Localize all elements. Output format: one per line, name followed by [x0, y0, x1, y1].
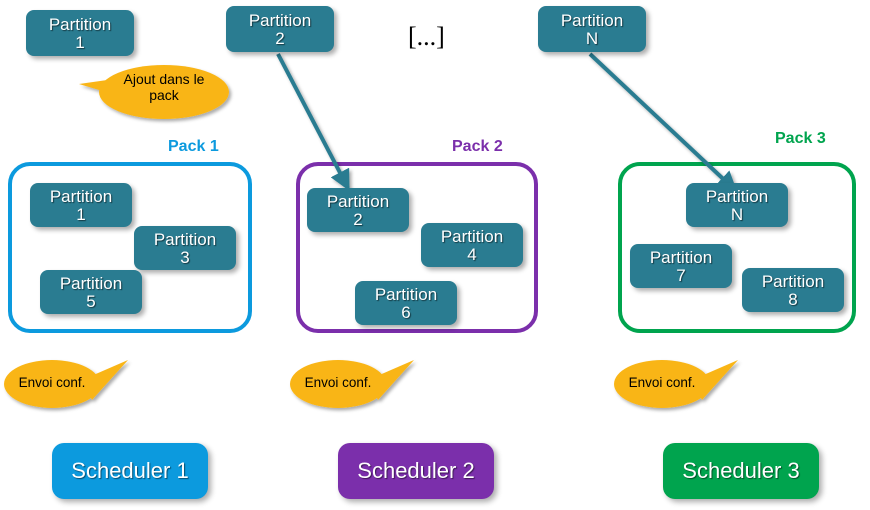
partition-label-line1: Partition [153, 229, 217, 249]
pack1-partition-5[interactable]: Partition 5 [40, 270, 142, 314]
scheduler-2[interactable]: Scheduler 2 [338, 443, 494, 499]
scheduler-1[interactable]: Scheduler 1 [52, 443, 208, 499]
partition-label-line1: Partition [374, 284, 438, 304]
partition-label-line1: Partition [440, 226, 504, 246]
partition-label-line2: 4 [467, 244, 477, 264]
partition-label-line2: N [730, 204, 744, 224]
partition-label-line2: 6 [401, 302, 411, 322]
pack-2-container[interactable] [296, 162, 538, 333]
scheduler-3[interactable]: Scheduler 3 [663, 443, 819, 499]
partition-label-line2: 3 [180, 247, 190, 267]
partition-label-line1: Partition [326, 191, 390, 211]
arrow-partitionN-to-pack3 [588, 52, 738, 193]
partition-label-line2: N [585, 28, 599, 48]
partition-label-line2: 2 [353, 209, 363, 229]
partition-label-line2: 1 [76, 204, 86, 224]
top-partition-n[interactable]: Partition N [538, 6, 646, 52]
partition-label-line1: Partition [761, 271, 825, 291]
partition-label-line1: Partition [48, 14, 112, 34]
top-partition-2[interactable]: Partition 2 [226, 6, 334, 52]
callout-envoi3-oval [614, 360, 710, 408]
callout-envoi1-oval [4, 360, 100, 408]
pack2-partition-6[interactable]: Partition 6 [355, 281, 457, 325]
top-partition-1[interactable]: Partition 1 [26, 10, 134, 56]
ellipsis-indicator: [...] [408, 22, 445, 51]
callout-ajout-oval [99, 65, 229, 119]
partition-label-line2: 8 [788, 289, 798, 309]
partition-label-line2: 1 [75, 32, 85, 52]
partition-label-line1: Partition [59, 273, 123, 293]
pack3-partition-8[interactable]: Partition 8 [742, 268, 844, 312]
partition-label-line1: Partition [49, 186, 113, 206]
pack-1-container[interactable] [8, 162, 252, 333]
partition-label-line2: 2 [275, 28, 285, 48]
partition-label-line2: 5 [86, 291, 96, 311]
partition-label-line1: Partition [560, 10, 624, 30]
partition-label-line1: Partition [649, 247, 713, 267]
pack2-partition-2[interactable]: Partition 2 [307, 188, 409, 232]
partition-label-line2: 7 [676, 265, 686, 285]
pack-3-label: Pack 3 [775, 130, 826, 147]
pack-2-label: Pack 2 [452, 138, 503, 155]
pack1-partition-3[interactable]: Partition 3 [134, 226, 236, 270]
pack2-partition-4[interactable]: Partition 4 [421, 223, 523, 267]
pack-1-label: Pack 1 [168, 138, 219, 155]
pack3-partition-7[interactable]: Partition 7 [630, 244, 732, 288]
pack1-partition-1[interactable]: Partition 1 [30, 183, 132, 227]
partition-label-line1: Partition [248, 10, 312, 30]
arrow-partition2-to-pack2 [276, 53, 350, 191]
pack-3-container[interactable] [618, 162, 856, 333]
callout-envoi2-oval [290, 360, 386, 408]
